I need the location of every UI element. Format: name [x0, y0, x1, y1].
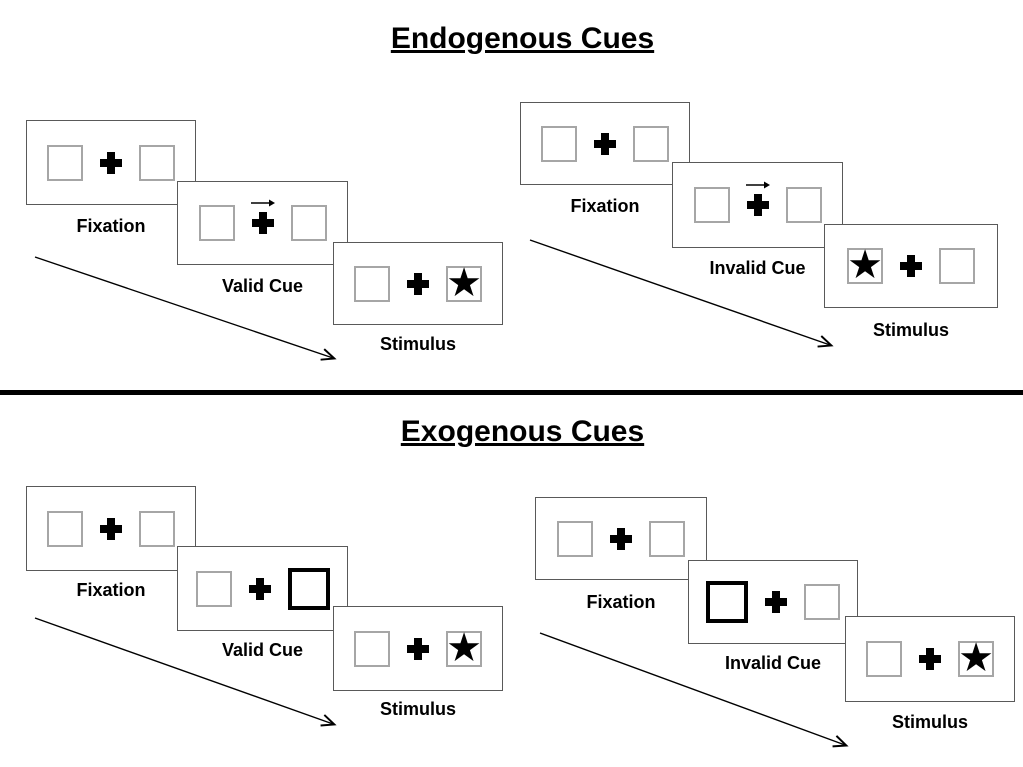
sequence-arrow [34, 617, 337, 727]
fixation-cross-icon [248, 577, 271, 600]
cue-arrow-icon [745, 181, 770, 189]
fixation-cross-icon [407, 637, 429, 660]
central-arrow-cue [745, 181, 770, 216]
left-placeholder-box [47, 510, 83, 547]
cue-arrow-icon [250, 199, 275, 207]
right-placeholder-box [139, 144, 175, 181]
panel-label: Fixation [570, 196, 640, 216]
star-icon: ★ [446, 260, 482, 305]
section-divider [0, 390, 1023, 395]
endogenous-invalid-fixation-panel [520, 102, 690, 185]
exogenous-valid-stimulus-panel: ★ [333, 606, 503, 691]
endogenous-invalid-cue-panel [672, 162, 843, 248]
section-title-endogenous: Endogenous Cues [390, 22, 655, 55]
left-placeholder-box [866, 641, 902, 677]
endogenous-valid-cue-panel [177, 181, 348, 265]
fixation-cross-icon [919, 648, 941, 670]
exogenous-invalid-fixation-panel [535, 497, 707, 580]
left-placeholder-box [541, 125, 577, 162]
target-box: ★ [847, 243, 883, 287]
fixation-cross-icon [100, 151, 122, 174]
left-placeholder-box [195, 570, 232, 607]
fixation-cross-icon [765, 591, 787, 613]
highlighted-cue-box [287, 567, 330, 610]
fixation-cross-icon [610, 527, 632, 550]
left-placeholder-box [557, 520, 593, 557]
target-box: ★ [446, 260, 482, 305]
fixation-cross-icon [594, 132, 616, 155]
fixation-cross-icon [407, 272, 429, 295]
exogenous-valid-cue-panel [177, 546, 348, 631]
star-icon: ★ [847, 243, 883, 287]
panel-label: Stimulus [891, 712, 968, 732]
star-icon: ★ [446, 625, 482, 670]
panel-label: Valid Cue [221, 640, 304, 660]
right-placeholder-box [785, 187, 822, 223]
right-placeholder-box [939, 248, 975, 284]
target-box: ★ [958, 636, 994, 680]
fixation-cross-icon [746, 194, 769, 216]
fixation-cross-icon [100, 517, 122, 540]
panel-label: Fixation [76, 580, 146, 600]
right-placeholder-box [290, 205, 327, 241]
panel-label: Invalid Cue [709, 258, 806, 278]
panel-label: Fixation [586, 592, 656, 612]
left-placeholder-box [354, 630, 390, 667]
right-placeholder-box [649, 520, 685, 557]
panel-label: Stimulus [872, 320, 949, 340]
target-box: ★ [446, 625, 482, 670]
left-placeholder-box [354, 265, 390, 302]
right-placeholder-box [804, 584, 840, 620]
sequence-arrow [529, 239, 834, 348]
endogenous-valid-stimulus-panel: ★ [333, 242, 503, 325]
panel-label: Invalid Cue [724, 653, 822, 673]
endogenous-valid-fixation-panel [26, 120, 196, 205]
sequence-arrow [34, 256, 337, 361]
panel-label: Valid Cue [221, 276, 304, 296]
panel-label: Stimulus [379, 699, 456, 719]
panel-label: Fixation [76, 216, 146, 236]
sequence-arrow [539, 632, 849, 748]
left-placeholder-box [693, 187, 730, 223]
section-title-exogenous: Exogenous Cues [400, 415, 645, 448]
left-placeholder-box [198, 205, 235, 241]
panel-label: Stimulus [379, 334, 456, 354]
right-placeholder-box [139, 510, 175, 547]
fixation-cross-icon [900, 255, 922, 277]
central-arrow-cue [250, 199, 275, 234]
endogenous-invalid-stimulus-panel: ★ [824, 224, 998, 308]
highlighted-cue-box [706, 581, 748, 623]
star-icon: ★ [958, 636, 994, 680]
fixation-cross-icon [251, 212, 274, 234]
exogenous-valid-fixation-panel [26, 486, 196, 571]
exogenous-invalid-stimulus-panel: ★ [845, 616, 1015, 702]
exogenous-invalid-cue-panel [688, 560, 858, 644]
right-placeholder-box [633, 125, 669, 162]
left-placeholder-box [47, 144, 83, 181]
